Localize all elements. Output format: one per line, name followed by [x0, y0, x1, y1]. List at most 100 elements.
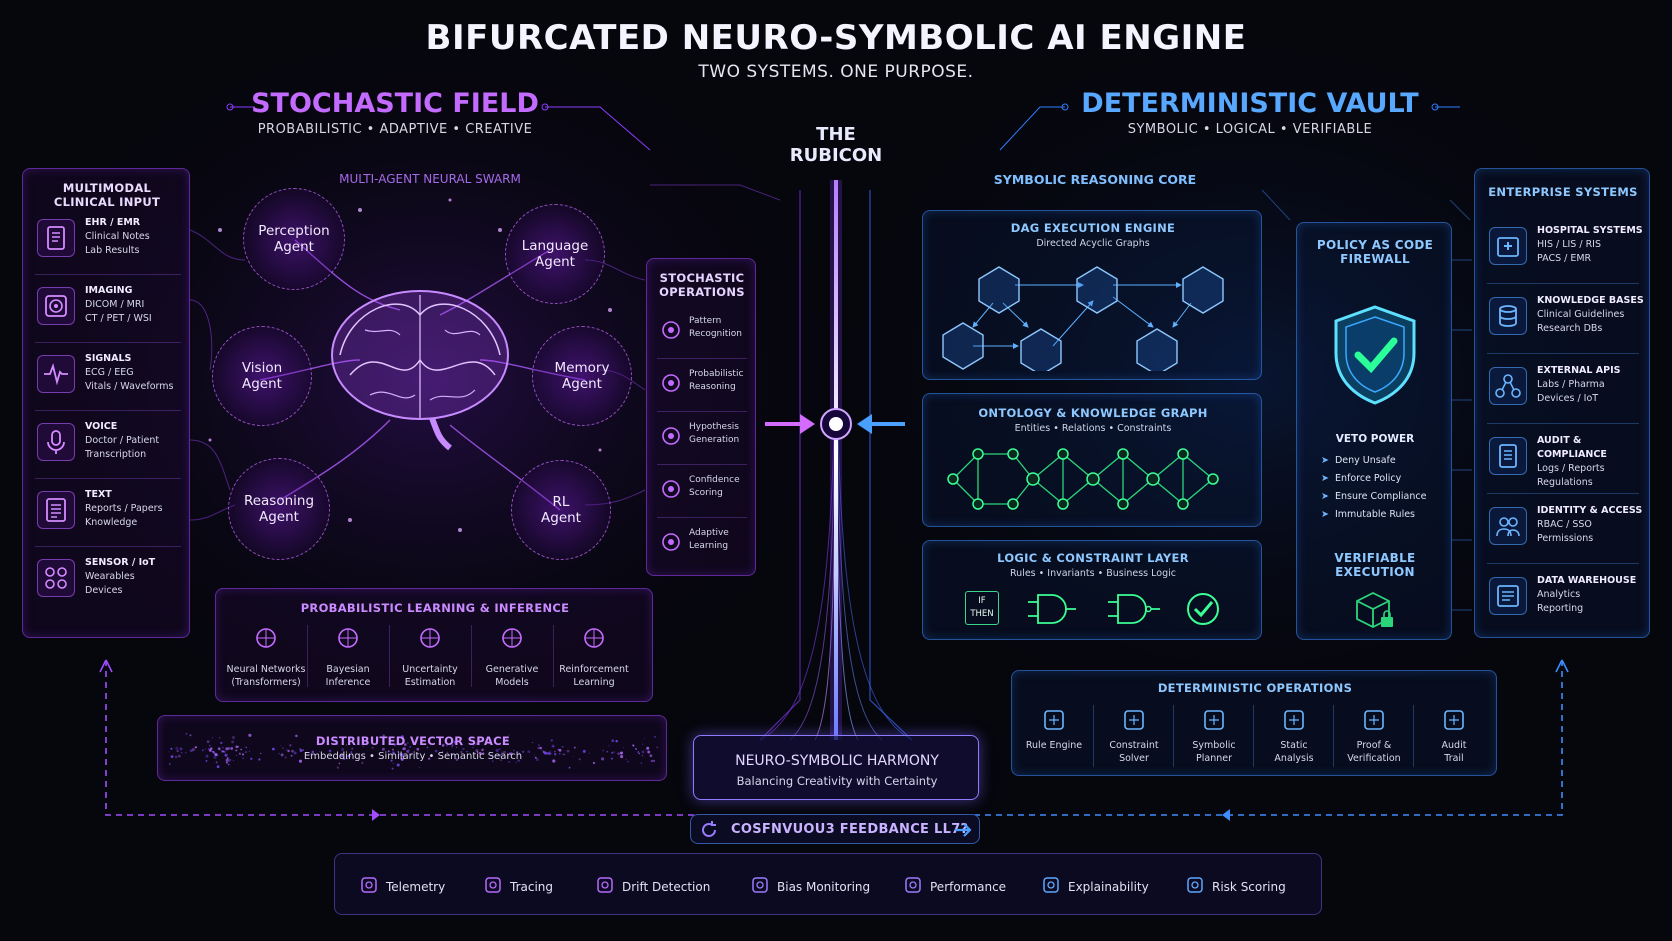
dag-node: [1020, 328, 1062, 371]
document-icon: [37, 219, 75, 257]
operation-icon: [659, 318, 683, 342]
enterprise-item-detail: Research DBs: [1537, 323, 1603, 334]
agent-label-line1: Language: [521, 238, 589, 254]
learning-item-line2: Inference: [325, 677, 371, 688]
if-then-icon: IF THEN: [965, 591, 999, 625]
feedback-item: Risk Scoring: [1186, 876, 1286, 897]
operation-icon: [659, 477, 683, 501]
stochastic-op-line1: Confidence: [689, 475, 740, 485]
firewall-panel: POLICY AS CODE FIREWALL VETO POWER ➤Deny…: [1296, 222, 1452, 640]
input-item-detail: Devices: [85, 585, 123, 596]
enterprise-title: ENTERPRISE SYSTEMS: [1488, 185, 1638, 199]
feedback-item-label: Drift Detection: [622, 879, 711, 894]
det-op-line2: Analysis: [1274, 753, 1314, 764]
input-item-label: SENSOR / IoT: [85, 557, 156, 568]
verifiable-execution-label: VERIFIABLE EXECUTION: [1334, 551, 1416, 579]
divider: [307, 625, 308, 687]
audit-icon: [1489, 437, 1527, 475]
divider: [657, 411, 747, 412]
veto-item-label: Immutable Rules: [1334, 509, 1416, 520]
deterministic-vault-subtitle: SYMBOLIC • LOGICAL • VERIFIABLE: [1127, 122, 1373, 137]
stochastic-op-line2: Recognition: [689, 329, 742, 339]
det-op-icon: [1441, 707, 1467, 733]
stochastic-op-line2: Learning: [689, 541, 729, 551]
det-op-icon: [1041, 707, 1067, 733]
shield-icon: [1334, 305, 1416, 405]
input-item-label: TEXT: [85, 489, 112, 500]
input-item-label: SIGNALS: [85, 353, 132, 364]
feedback-item-icon: [360, 876, 378, 897]
det-op-line2: Trail: [1444, 753, 1464, 764]
stochastic-op-line1: Probabilistic: [689, 369, 744, 379]
det-op-icon: [1361, 707, 1387, 733]
divider: [35, 342, 181, 343]
and-gate-icon: [1028, 594, 1076, 624]
det-ops-title: DETERMINISTIC OPERATIONS: [1157, 681, 1353, 695]
veto-item-label: Deny Unsafe: [1334, 455, 1396, 466]
page-subtitle: TWO SYSTEMS. ONE PURPOSE.: [698, 62, 974, 82]
feedback-item: Telemetry: [360, 876, 445, 897]
det-op-line2: Planner: [1196, 753, 1232, 764]
enterprise-item-label: EXTERNAL APIS: [1537, 365, 1621, 376]
identity-icon: [1489, 507, 1527, 545]
logic-title: LOGIC & CONSTRAINT LAYER: [997, 551, 1189, 565]
bullet-arrow-icon: ➤: [1321, 455, 1329, 466]
divider: [1333, 705, 1334, 767]
learning-item-line2: Models: [495, 677, 529, 688]
enterprise-item-label: HOSPITAL SYSTEMS: [1537, 225, 1643, 236]
dag-panel: DAG EXECUTION ENGINE Directed Acyclic Gr…: [922, 210, 1262, 380]
vector-space-subtitle: Embeddings • Similarity • Semantic Searc…: [303, 751, 523, 762]
det-op: Rule Engine: [1014, 739, 1094, 752]
agent-label-line2: Agent: [259, 509, 299, 525]
harmony-subtitle: Balancing Creativity with Certainty: [736, 774, 938, 788]
api-icon: [1489, 367, 1527, 405]
rubicon-title-line1: THE: [816, 124, 856, 145]
det-op-line1: Proof &: [1356, 740, 1392, 751]
enterprise-item-detail: Analytics: [1537, 589, 1581, 600]
learning-item: Neural Networks(Transformers): [222, 663, 310, 689]
feedback-item-label: Bias Monitoring: [777, 879, 871, 894]
harmony-title: NEURO-SYMBOLIC HARMONY: [735, 753, 939, 769]
rubicon-title: THE RUBICON: [776, 124, 896, 166]
dag-node: [978, 266, 1020, 314]
enterprise-item-detail: PACS / EMR: [1537, 253, 1592, 264]
det-op-icon: [1281, 707, 1307, 733]
stochastic-ops-title: STOCHASTIC OPERATIONS: [659, 271, 745, 299]
input-item-label: VOICE: [85, 421, 118, 432]
ontology-title: ONTOLOGY & KNOWLEDGE GRAPH: [978, 406, 1208, 420]
vector-space-panel: DISTRIBUTED VECTOR SPACE Embeddings • Si…: [157, 715, 667, 781]
agent-label-line1: RL: [552, 494, 570, 510]
divider: [657, 517, 747, 518]
dag-title: DAG EXECUTION ENGINE: [1010, 221, 1176, 235]
enterprise-item-detail: Regulations: [1537, 477, 1593, 488]
core-title: SYMBOLIC REASONING CORE: [993, 172, 1197, 187]
bullet-arrow-icon: ➤: [1321, 509, 1329, 520]
if-label: IF: [978, 596, 986, 606]
sensor-icon: [37, 559, 75, 597]
arrow-right-icon: [955, 823, 972, 837]
feedback-item-icon: [1042, 876, 1060, 897]
divider: [553, 625, 554, 687]
divider: [1487, 563, 1639, 564]
det-op-line2: Solver: [1119, 753, 1149, 764]
multimodal-input-title: MULTIMODAL CLINICAL INPUT: [53, 181, 161, 209]
learning-item-line1: Generative: [485, 664, 539, 675]
